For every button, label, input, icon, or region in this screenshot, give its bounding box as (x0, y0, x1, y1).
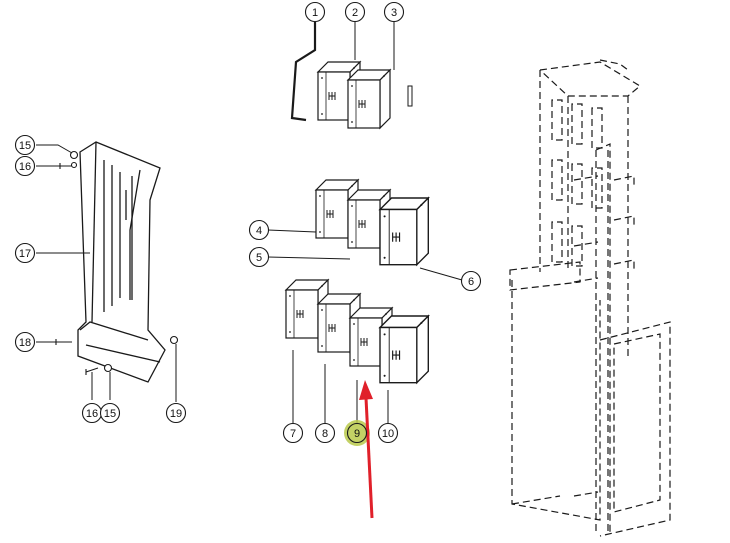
callout-c19: 19 (165, 402, 187, 424)
callout-number: 16 (19, 161, 31, 173)
callout-number: 15 (104, 408, 116, 420)
callout-circle (99, 402, 121, 424)
leaders-left (36, 144, 177, 402)
callout-number: 16 (86, 408, 98, 420)
callout-number: 9 (354, 428, 360, 440)
callout-circle (14, 134, 36, 156)
relay-group-bottom (285, 279, 429, 384)
cabinet-outline (509, 59, 671, 537)
callout-number: 18 (19, 337, 31, 349)
callout-circle (344, 1, 366, 23)
callout-number: 1 (312, 7, 318, 19)
callout-number: 3 (391, 7, 397, 19)
callout-circle (248, 219, 270, 241)
callout-circle (383, 1, 405, 23)
mounting-bracket (77, 141, 166, 383)
relay-group-middle (315, 179, 429, 266)
callout-circle (460, 270, 482, 292)
callout-c3: 3 (383, 1, 405, 23)
callout-c6: 6 (460, 270, 482, 292)
callout-number: 6 (468, 276, 474, 288)
callout-c7: 7 (282, 422, 304, 444)
callout-number: 17 (19, 248, 31, 260)
relay-part-3 (347, 69, 391, 129)
callout-circle (377, 422, 399, 444)
callout-number: 5 (256, 252, 262, 264)
callout-c1: 1 (304, 1, 326, 23)
callout-c16b: 16 (81, 402, 103, 424)
callout-number: 15 (19, 140, 31, 152)
callout-c16a: 16 (14, 155, 36, 177)
callout-number: 7 (290, 428, 296, 440)
callout-c8: 8 (314, 422, 336, 444)
callout-circle (248, 246, 270, 268)
cable-part-1 (290, 22, 317, 122)
callout-c4: 4 (248, 219, 270, 241)
callout-number: 10 (382, 428, 394, 440)
callout-circle (304, 1, 326, 23)
callout-c2: 2 (344, 1, 366, 23)
callout-number: 2 (352, 7, 358, 19)
callout-number: 8 (322, 428, 328, 440)
callout-circle (165, 402, 187, 424)
relay-group-top (290, 22, 413, 129)
callout-circle (14, 242, 36, 264)
callout-c15b: 15 (99, 402, 121, 424)
callout-c15a: 15 (14, 134, 36, 156)
callout-number: 19 (170, 408, 182, 420)
callout-circle (14, 155, 36, 177)
leaders-middle (267, 229, 463, 281)
callout-circle (346, 422, 368, 444)
leaders-bottom (292, 350, 389, 424)
callout-labels: 1 2 3 4 5 6 7 8 9 10 15 16 17 18 16 15 19 (14, 1, 482, 444)
leaders-top (354, 22, 395, 70)
callout-c18: 18 (14, 331, 36, 353)
screws-left (55, 150, 179, 375)
callout-c9: 9 (346, 422, 368, 444)
callout-c5: 5 (248, 246, 270, 268)
callout-c10: 10 (377, 422, 399, 444)
callout-c17: 17 (14, 242, 36, 264)
red-arrow (359, 380, 374, 519)
callout-circle (282, 422, 304, 444)
callout-circle (314, 422, 336, 444)
callout-circle (14, 331, 36, 353)
callout-number: 4 (256, 225, 262, 237)
